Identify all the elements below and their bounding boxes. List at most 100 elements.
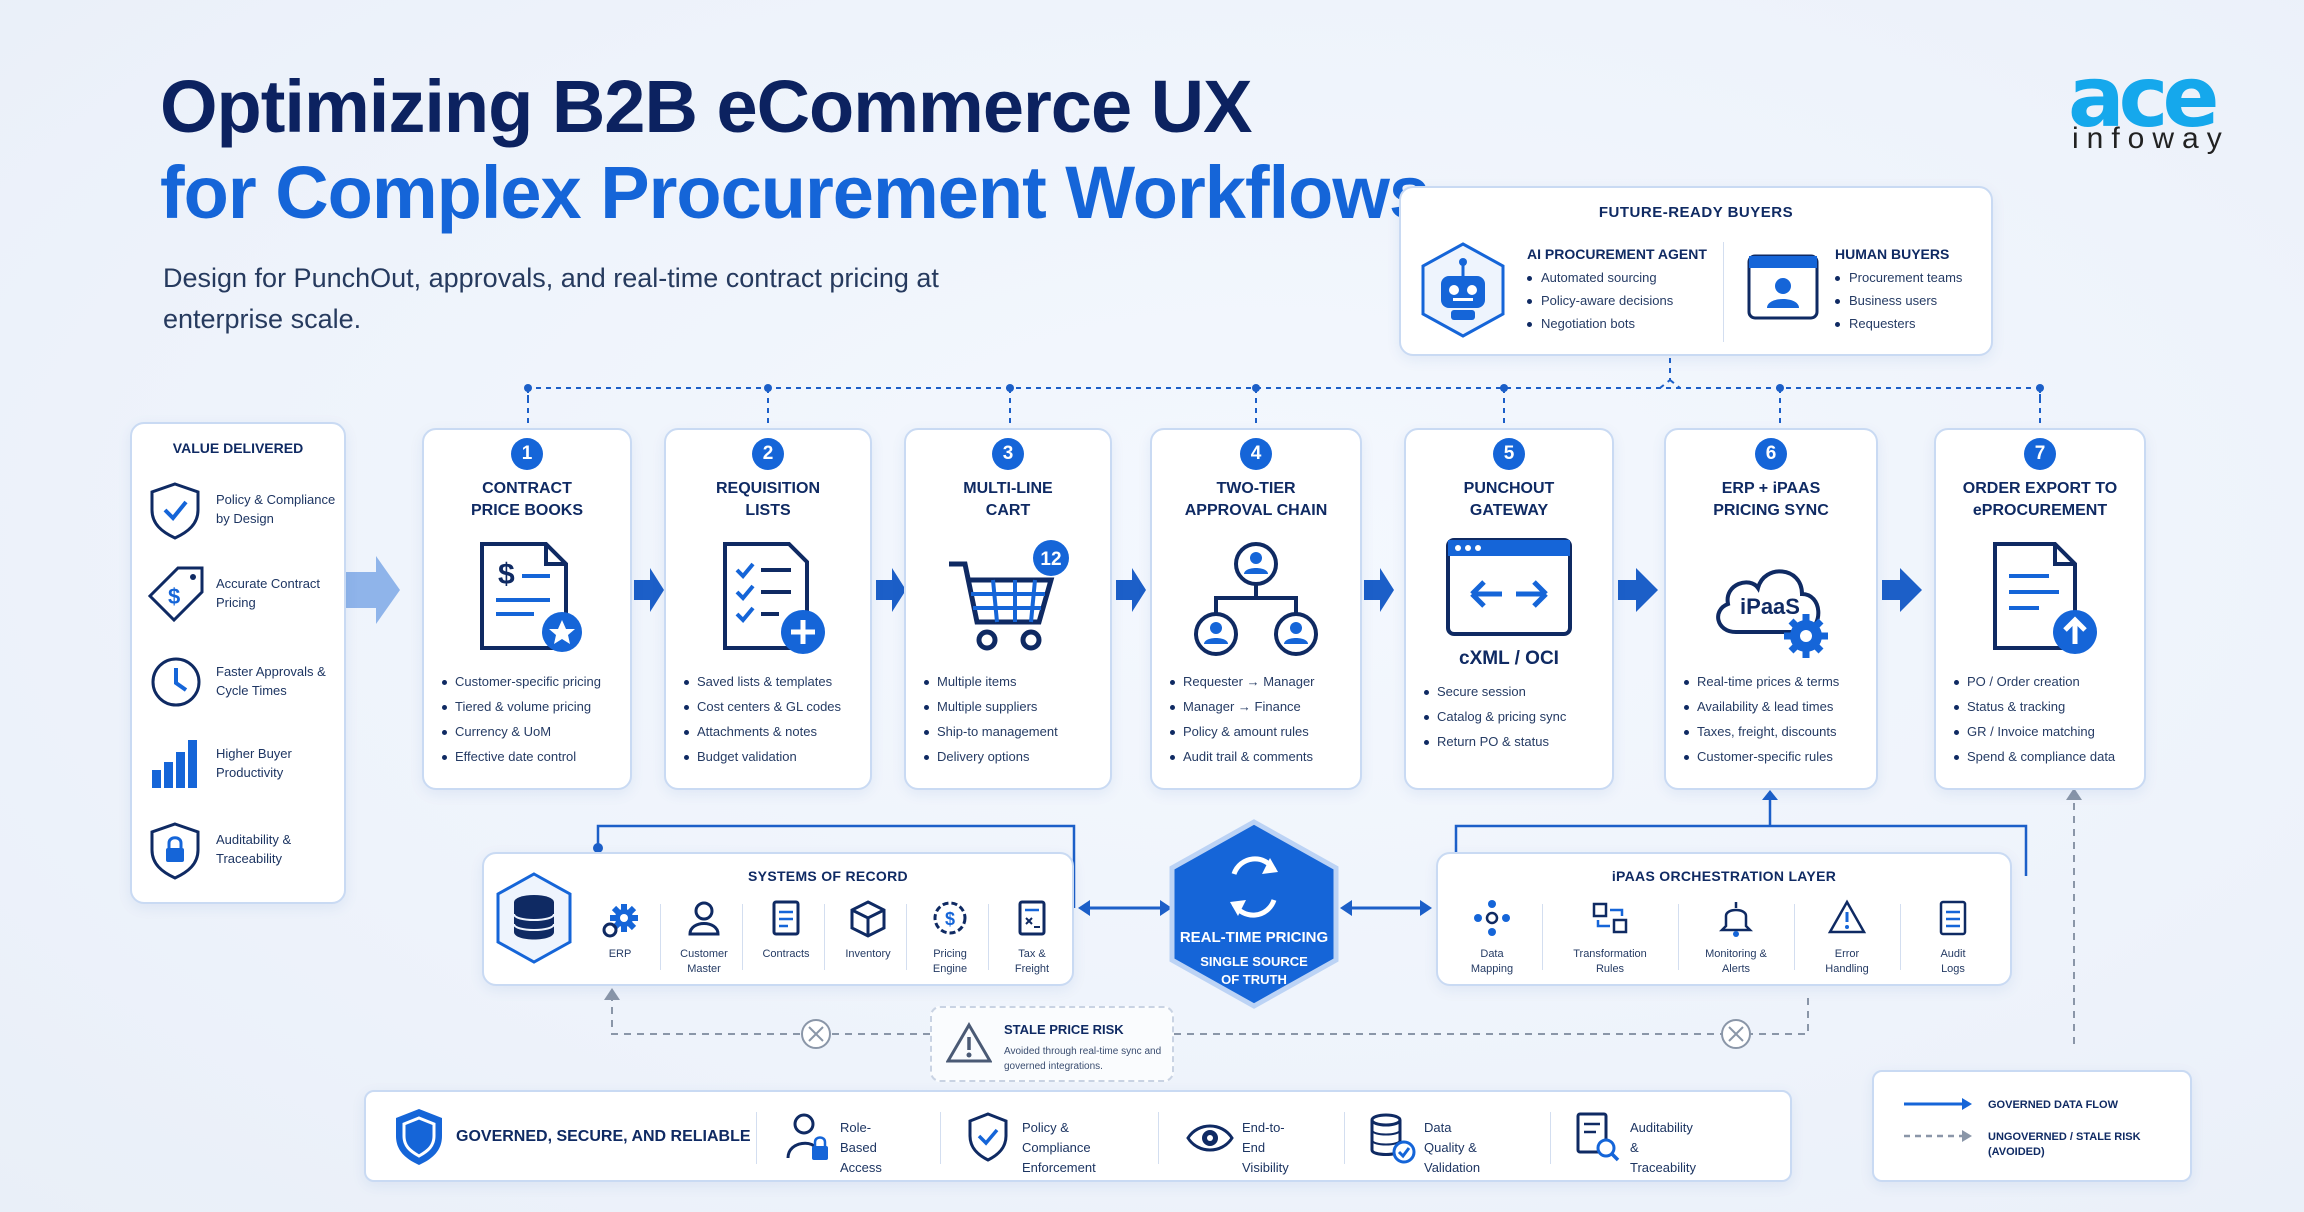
footer-item-data-quality: Data Quality & Validation (1368, 1110, 1480, 1175)
ipaas-item-label: Error Handling (1825, 948, 1869, 975)
step-title: REQUISITION LISTS (715, 480, 820, 519)
hub-line2: SINGLE SOURCE (1200, 954, 1308, 969)
eye-icon (1186, 1124, 1234, 1152)
step-number: 4 (1240, 438, 1272, 470)
ai-agent-title: AI PROCUREMENT AGENT (1527, 246, 1707, 262)
sor-item-contracts: Contracts (746, 898, 826, 962)
robot-icon (1421, 242, 1505, 338)
footer-item-auditability: Auditability & Traceability (1574, 1110, 1696, 1175)
human-buyer-icon (1747, 254, 1819, 320)
step-number: 2 (752, 438, 784, 470)
value-delivered-panel: VALUE DELIVERED Policy & Compliance by D… (130, 422, 346, 904)
ipaas-item-data-mapping: Data Mapping (1448, 898, 1536, 977)
network-nodes-icon (1474, 900, 1510, 936)
footer-item-label: Role-Based Access (840, 1120, 882, 1175)
ai-agent-item: Negotiation bots (1527, 316, 1707, 331)
contract-icon (772, 900, 800, 936)
step-title: ERP + iPAAS PRICING SYNC (1713, 480, 1829, 519)
stale-title: STALE PRICE RISK (1004, 1022, 1124, 1037)
warning-triangle-icon (946, 1022, 992, 1063)
clock-icon (151, 657, 201, 707)
transform-icon (1592, 902, 1628, 934)
systems-of-record-panel: SYSTEMS OF RECORD ERP Customer Master Co… (482, 852, 1074, 986)
svg-text:$: $ (498, 558, 515, 591)
step-item: Return PO & status (1424, 734, 1604, 749)
ipaas-cloud-label: iPaaS (1740, 594, 1800, 619)
step-item: Customer-specific rules (1684, 749, 1868, 764)
step-item: Multiple items (924, 674, 1102, 689)
footer-item-role-access: Role-Based Access (784, 1110, 882, 1175)
footer-item-label: Policy & Compliance Enforcement (1022, 1120, 1096, 1175)
ai-agent-item: Automated sourcing (1527, 270, 1707, 285)
hub-line3: OF TRUTH (1221, 972, 1287, 987)
value-item: Faster Approvals & Cycle Times (148, 652, 338, 716)
shield-icon (396, 1109, 442, 1165)
price-tag-icon: $ (148, 566, 204, 623)
step-card-multi-line-cart: 3 MULTI-LINE CART 12 Multiple items Mult… (904, 428, 1112, 790)
sor-item-label: ERP (608, 948, 632, 960)
buyers-divider (1723, 242, 1724, 342)
step-item: Status & tracking (1954, 699, 2136, 714)
calculator-icon (1018, 900, 1046, 936)
step-item: Secure session (1424, 684, 1604, 699)
footer-item-label: Data Quality & Validation (1424, 1120, 1481, 1175)
value-item: Auditability & Traceability (148, 820, 338, 884)
ipaas-item-label: Audit Logs (1940, 948, 1966, 975)
human-buyers-item: Business users (1835, 293, 1962, 308)
step-item: Catalog & pricing sync (1424, 709, 1604, 724)
real-time-pricing-hub: REAL-TIME PRICING SINGLE SOURCE OF TRUTH (1169, 819, 1339, 1009)
step-item: Taxes, freight, discounts (1684, 724, 1868, 739)
stale-description: Avoided through real-time sync and gover… (1004, 1046, 1162, 1072)
browser-exchange-icon (1446, 538, 1572, 636)
step-item: Budget validation (684, 749, 862, 764)
step-item: Tiered & volume pricing (442, 699, 622, 714)
value-item: $ Accurate Contract Pricing (148, 564, 338, 628)
step-number: 6 (1755, 438, 1787, 470)
step-item: Effective date control (442, 749, 622, 764)
value-item: Higher Buyer Productivity (148, 734, 338, 798)
page-title-line2: for Complex Procurement Workflows (160, 151, 1430, 234)
footer-item-visibility: End-to-End Visibility (1186, 1110, 1289, 1175)
step-item: Attachments & notes (684, 724, 862, 739)
step-item: Currency & UoM (442, 724, 622, 739)
shopping-cart-icon: 12 (949, 540, 1069, 651)
flow-legend: GOVERNED DATA FLOW UNGOVERNED / STALE RI… (1872, 1070, 2192, 1182)
ipaas-item-label: Data Mapping (1470, 948, 1514, 975)
shield-check-icon (150, 482, 200, 540)
step-item: Delivery options (924, 749, 1102, 764)
footer-item-label: End-to-End Visibility (1242, 1120, 1289, 1175)
value-heading: VALUE DELIVERED (172, 440, 304, 456)
value-item-label: Faster Approvals & Cycle Times (216, 664, 326, 698)
page-subtitle: Design for PunchOut, approvals, and real… (163, 263, 939, 334)
sor-item-label: Inventory (845, 948, 891, 960)
value-item-label: Accurate Contract Pricing (216, 576, 321, 610)
value-item-label: Auditability & Traceability (216, 832, 292, 866)
page-title-line1: Optimizing B2B eCommerce UX (160, 65, 1252, 148)
document-upload-icon (1993, 542, 2097, 654)
database-check-icon (1370, 1113, 1416, 1164)
legend-swatches (1904, 1098, 1972, 1142)
user-lock-icon (786, 1113, 828, 1160)
org-hierarchy-icon (1194, 542, 1318, 656)
gear-icon (602, 904, 638, 938)
human-buyers-item: Procurement teams (1835, 270, 1962, 285)
step-item: GR / Invoice matching (1954, 724, 2136, 739)
step-card-order-export: 7 ORDER EXPORT TO ePROCUREMENT PO / Orde… (1934, 428, 2146, 790)
sor-item-label: Contracts (762, 948, 810, 960)
box-icon (850, 900, 886, 938)
sor-item-inventory: Inventory (828, 898, 908, 962)
document-search-icon (1576, 1112, 1620, 1162)
step-item: Requester → Manager (1170, 674, 1352, 689)
sor-item-label: Tax & Freight (1014, 948, 1050, 975)
human-buyers-item: Requesters (1835, 316, 1962, 331)
step-card-punchout-gateway: 5 PUNCHOUT GATEWAY cXML / OCI Secure ses… (1404, 428, 1614, 790)
warning-icon (1827, 899, 1867, 934)
footer-title: GOVERNED, SECURE, AND RELIABLE (456, 1128, 751, 1145)
sor-item-pricing-engine: $ Pricing Engine (910, 898, 990, 977)
punchout-protocol-label: cXML / OCI (1459, 648, 1559, 669)
ai-agent-item: Policy-aware decisions (1527, 293, 1707, 308)
bar-chart-icon (152, 740, 197, 788)
ai-agent-column: AI PROCUREMENT AGENT Automated sourcing … (1527, 246, 1707, 339)
sor-item-tax-freight: Tax & Freight (992, 898, 1072, 977)
step-item: Multiple suppliers (924, 699, 1102, 714)
